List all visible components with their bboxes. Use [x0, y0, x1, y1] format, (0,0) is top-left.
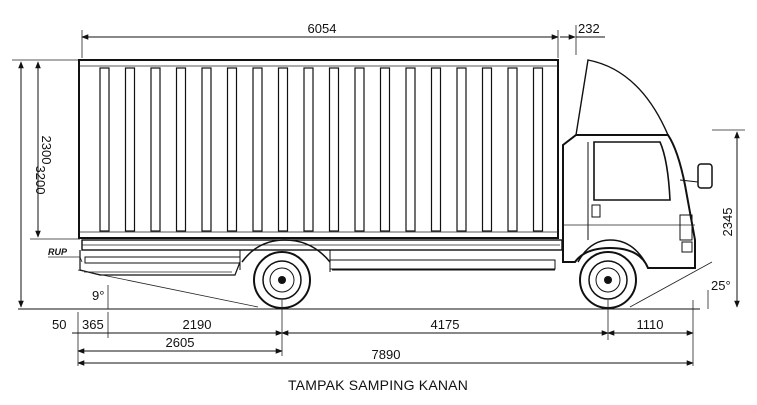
cargo-rib [481, 67, 493, 232]
cargo-rib [379, 67, 391, 232]
approach-angle: 25° [711, 278, 731, 293]
cargo-rib [226, 67, 238, 232]
dim-front-overhang: 1110 [637, 317, 664, 332]
truck-cab [562, 59, 713, 269]
cargo-box-ribs [99, 67, 544, 232]
front-wheel [579, 251, 637, 309]
truck-illustration [18, 59, 713, 310]
dim-box-length: 6054 [308, 21, 337, 36]
dimension-lines: 6054 232 3200 2300 RUP 2345 9° 25° [12, 21, 745, 366]
cargo-rib [456, 67, 467, 232]
dim-overall-length: 7890 [372, 347, 401, 362]
cargo-rib [277, 67, 289, 232]
cargo-rib [175, 67, 187, 232]
rup-label: RUP [48, 247, 68, 257]
dim-rear-to-axle: 2190 [183, 317, 212, 332]
cargo-rib [532, 67, 544, 232]
dim-box-height: 2300 [39, 136, 54, 165]
drawing-caption: TAMPAK SAMPING KANAN [288, 377, 468, 393]
cargo-rib [124, 67, 136, 232]
cargo-rib [303, 67, 314, 232]
cargo-rib [201, 67, 212, 232]
dim-rear-gap: 50 [52, 317, 66, 332]
cargo-rib [430, 67, 442, 232]
dim-rear-offset: 365 [82, 317, 104, 332]
dim-cab-offset: 232 [578, 21, 600, 36]
cargo-rib [150, 67, 161, 232]
cargo-rib [405, 67, 416, 232]
dim-wheelbase: 4175 [431, 317, 460, 332]
departure-angle: 9° [92, 288, 104, 303]
dim-rear-overhang: 2605 [166, 335, 195, 350]
cargo-rib [354, 67, 365, 232]
cargo-rib [99, 67, 110, 232]
cargo-rib [328, 67, 340, 232]
rear-wheel [253, 251, 311, 309]
cargo-rib [507, 67, 518, 232]
dim-cab-height: 2345 [720, 208, 735, 237]
cargo-rib [252, 67, 263, 232]
dim-overall-height: 3200 [33, 166, 48, 195]
